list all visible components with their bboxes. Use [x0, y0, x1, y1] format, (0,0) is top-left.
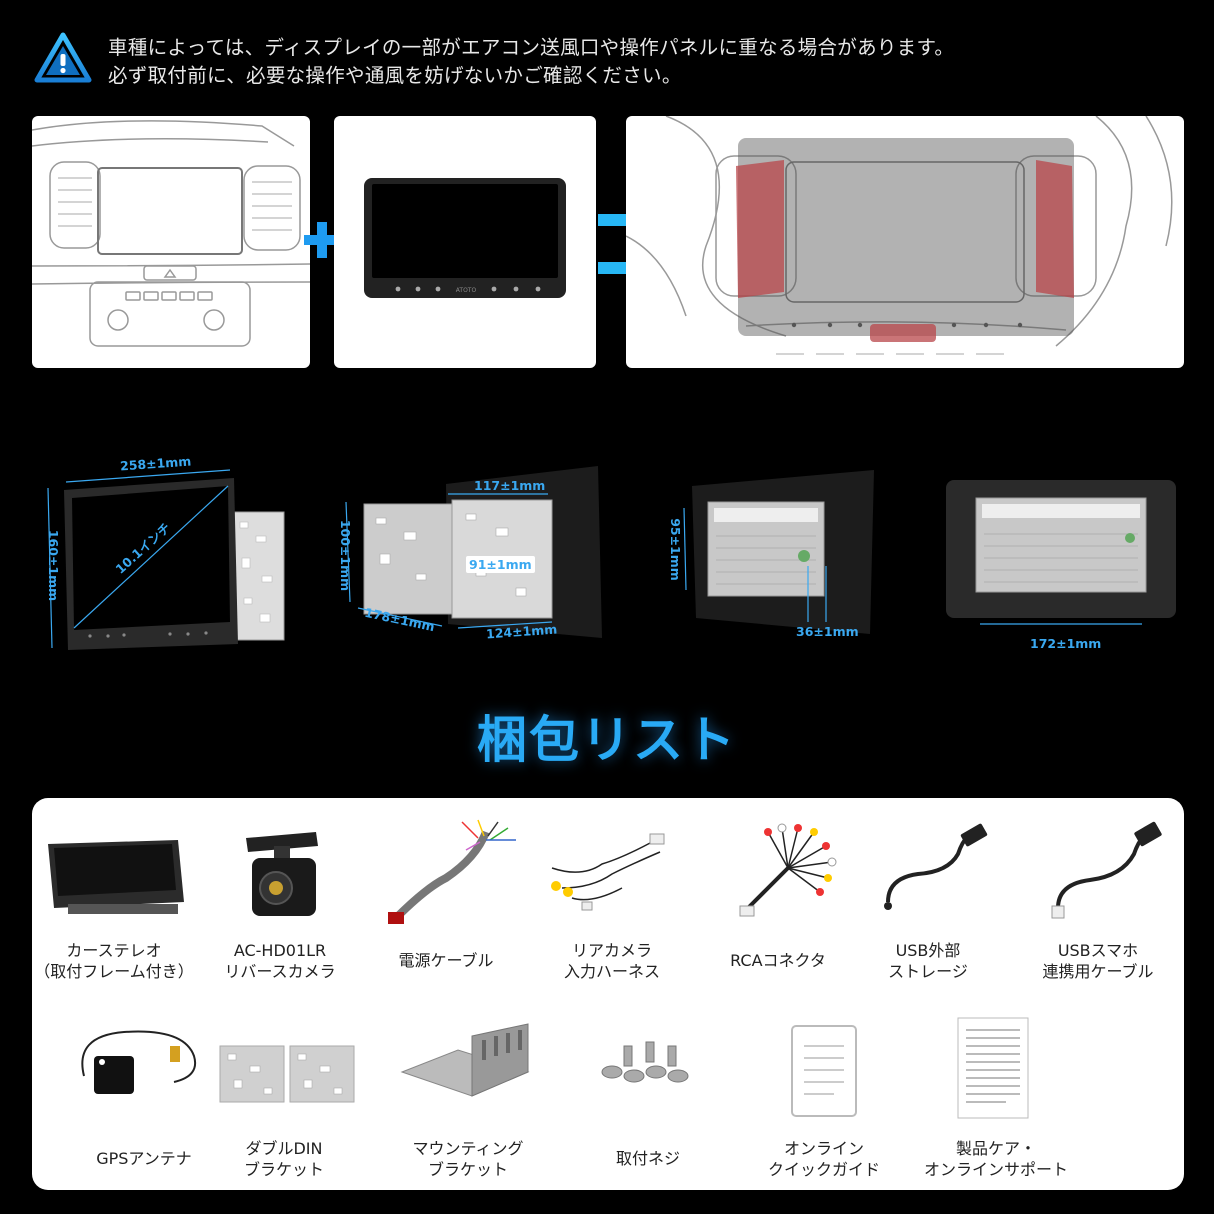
plus-icon: [304, 222, 340, 258]
dashboard-illustration: [32, 116, 310, 368]
chassis-width-label: 117±1mm: [474, 478, 546, 493]
list-item-label: 製品ケア・オンラインサポート: [923, 1139, 1068, 1179]
warning-line-1: 車種によっては、ディスプレイの一部がエアコン送風口や操作パネルに重なる場合があり…: [108, 36, 955, 59]
warning-banner: 車種によっては、ディスプレイの一部がエアコン送風口や操作パネルに重なる場合があり…: [34, 30, 1184, 94]
reverse-camera-image: [246, 832, 318, 916]
body-height-label: 95±1mm: [667, 518, 683, 581]
mounting-bracket-image: [400, 1023, 530, 1097]
list-item-label: USBスマホ連携用ケーブル: [1042, 941, 1154, 981]
overlap-zone-bottom: [870, 324, 936, 342]
rear-dimension-view: 172±1mm: [944, 478, 1184, 654]
quick-guide-image: [791, 1025, 857, 1117]
rear-camera-harness-image: [551, 833, 665, 911]
warning-text: 車種によっては、ディスプレイの一部がエアコン送風口や操作パネルに重なる場合があり…: [108, 34, 954, 90]
chassis-height-label: 100±1mm: [338, 519, 354, 592]
device-brand-label: ATOTO: [456, 287, 477, 294]
chassis-inner-label: 91±1mm: [466, 556, 535, 573]
front-dimension-view: 258±1mm 160±1mm 10.1インチ: [40, 454, 290, 658]
warning-triangle-icon: [34, 32, 92, 83]
rear-width-label: 172±1mm: [1030, 636, 1102, 651]
car-stereo-image: [48, 840, 184, 914]
usb-phone-cable-image: [1051, 821, 1162, 919]
double-din-bracket-image: [219, 1045, 355, 1103]
chassis-dimension-view: 117±1mm 100±1mm 91±1mm 178±1mm 124±1mm: [336, 462, 606, 652]
overlap-zone-right: [1036, 160, 1074, 298]
overlap-illustration: [626, 116, 1184, 368]
list-item-label: リアカメラ入力ハーネス: [563, 941, 660, 981]
list-item-label: RCAコネクタ: [730, 951, 826, 970]
height-label: 160±1mm: [46, 529, 62, 602]
head-unit-illustration: ATOTO: [334, 116, 596, 368]
list-item-label: 取付ネジ: [615, 1149, 680, 1168]
list-item-label: USB外部ストレージ: [888, 941, 968, 981]
side-dimension-view: 95±1mm 36±1mm: [656, 466, 880, 646]
product-care-sheet-image: [957, 1017, 1029, 1119]
warning-line-2: 必ず取付前に、必要な操作や通風を妨げないかご確認ください。: [108, 64, 682, 87]
list-item-label: GPSアンテナ: [96, 1149, 192, 1168]
power-cable-image: [388, 819, 516, 924]
rca-connector-image: [739, 823, 837, 917]
overlap-zone-left: [736, 160, 784, 298]
list-item-label: 電源ケーブル: [398, 951, 494, 970]
gps-antenna-image: [81, 1030, 196, 1094]
usb-storage-image: [884, 823, 988, 910]
list-item-label: カーステレオ（取付フレーム付き）: [34, 941, 194, 981]
list-item-label: マウンティングブラケット: [412, 1139, 524, 1179]
package-title: 梱包リスト: [477, 711, 737, 769]
body-depth-label: 36±1mm: [796, 624, 859, 639]
list-item-label: オンラインクイックガイド: [767, 1139, 880, 1179]
mounting-screws-image: [601, 1041, 689, 1083]
